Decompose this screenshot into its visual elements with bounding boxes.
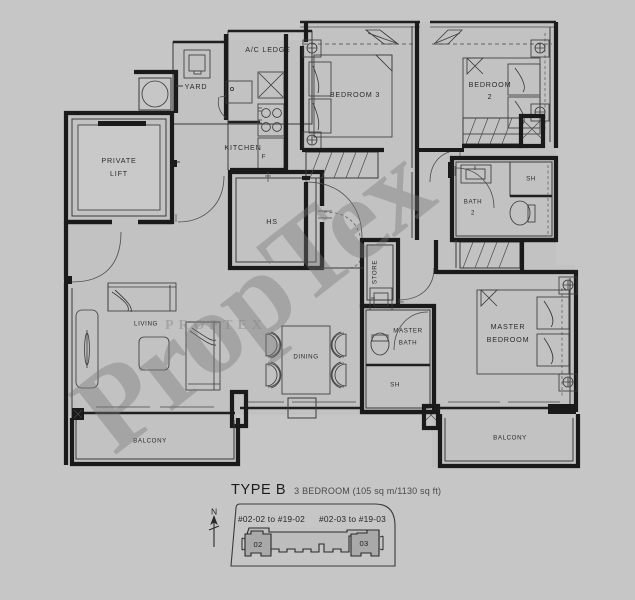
label-private-lift-2: LIFT (110, 169, 128, 178)
label-sh-master: SH (390, 382, 400, 389)
unit-code-03: #02-03 to #19-03 (319, 514, 386, 524)
label-private-lift-1: PRIVATE (101, 156, 136, 165)
label-master-bedroom-line1: MASTER (491, 322, 526, 331)
zone-balcony-left: BALCONY (69, 418, 241, 467)
compass-north: N (208, 506, 220, 547)
zone-service: A/C LEDGE YARD KITCHEN (172, 29, 313, 173)
zone-balcony-right: BALCONY (437, 414, 581, 469)
label-sh-bath-2: SH (526, 176, 536, 183)
zone-private-lift: PRIVATE LIFT (63, 69, 225, 284)
zone-bedroom-3: BEDROOM 3 (299, 20, 420, 239)
label-bedroom-3: BEDROOM 3 (330, 90, 380, 99)
key-plan-diagram: 02 03 (230, 503, 396, 567)
label-master-bath-line2: BATH (399, 340, 417, 347)
unit-code-02: #02-02 to #19-02 (238, 514, 305, 524)
key-tag-02: 02 (253, 540, 262, 549)
label-ac-ledge: A/C LEDGE (245, 45, 291, 54)
label-bath-2-line2: 2 (471, 210, 475, 217)
floor-fills (64, 22, 575, 467)
label-store: STORE (372, 260, 379, 284)
label-dining: DINING (293, 354, 318, 361)
type-title-row: TYPE B 3 BEDROOM (105 sq m/1130 sq ft) (231, 482, 441, 498)
misc-walls (303, 168, 440, 415)
zone-living: LIVING (63, 282, 235, 465)
label-bath-2-line1: BATH (464, 199, 482, 206)
label-master-bedroom-line2: BEDROOM (487, 335, 530, 344)
label-hs: HS (266, 217, 278, 226)
legend-block: TYPE B 3 BEDROOM (105 sq m/1130 sq ft) N… (0, 470, 635, 600)
floorplan-drawing: A/C LEDGE YARD KITCHEN (63, 20, 581, 469)
label-master-bath-line1: MASTER (393, 328, 422, 335)
label-yard: YARD (185, 82, 208, 91)
zone-master-bedroom: MASTER BEDROOM (436, 269, 579, 414)
label-balcony-right: BALCONY (493, 435, 527, 442)
label-bedroom-2-line1: BEDROOM (469, 80, 512, 89)
compass-label: N (211, 506, 217, 516)
label-living: LIVING (134, 321, 158, 328)
key-tag-03: 03 (359, 539, 368, 548)
zone-bath-2: BATH 2 SH (448, 155, 559, 272)
label-fridge: F (262, 154, 266, 161)
label-kitchen: KITCHEN (224, 143, 261, 152)
unit-code-row: #02-02 to #19-02 #02-03 to #19-03 (238, 514, 386, 524)
type-subtitle: 3 BEDROOM (105 sq m/1130 sq ft) (294, 486, 442, 496)
label-bedroom-2-line2: 2 (488, 92, 493, 101)
type-title: TYPE B (231, 482, 287, 498)
zone-bedroom-2: BEDROOM 2 (418, 20, 559, 183)
label-balcony-left: BALCONY (133, 438, 167, 445)
